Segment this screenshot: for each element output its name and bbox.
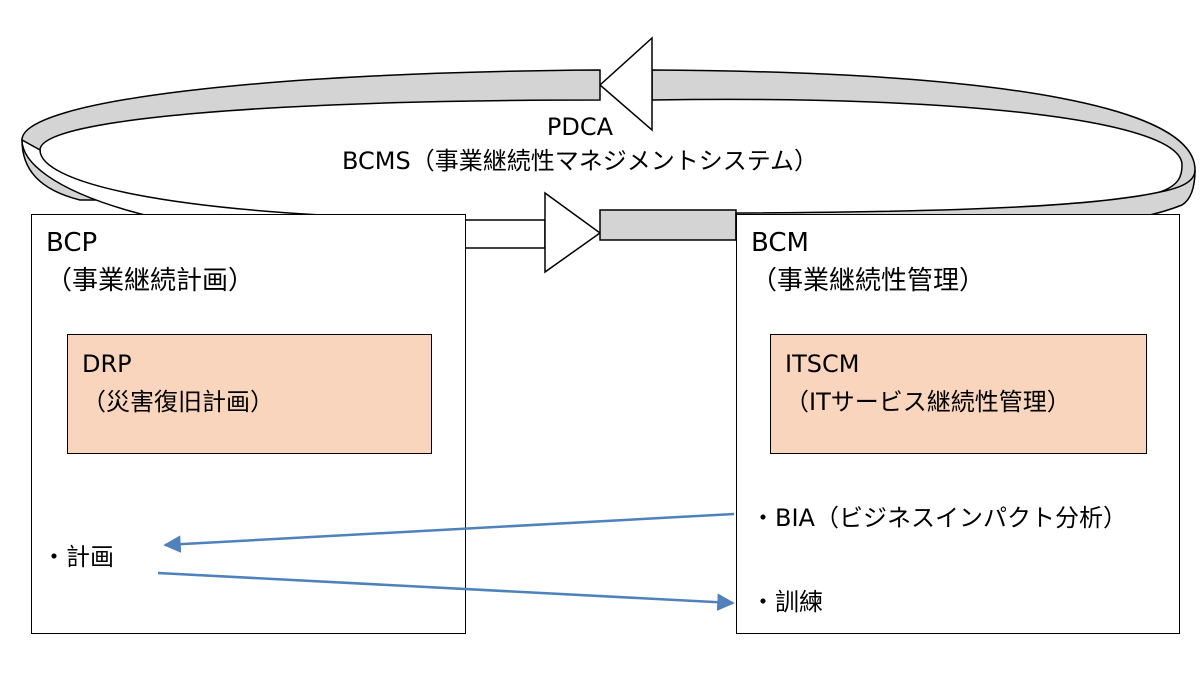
cycle-title-bcms: BCMS（事業継続性マネジメントシステム） bbox=[341, 147, 819, 175]
bcp-box: BCP （事業継続計画） DRP （災害復旧計画） ・計画 bbox=[31, 214, 466, 634]
drp-box: DRP （災害復旧計画） bbox=[67, 334, 432, 454]
itscm-subtitle: （ITサービス継続性管理） bbox=[785, 388, 1071, 416]
bcm-title: BCM bbox=[751, 228, 809, 258]
itscm-title: ITSCM bbox=[785, 350, 860, 378]
bcp-subtitle: （事業継続計画） bbox=[46, 266, 255, 296]
drp-title: DRP bbox=[82, 350, 132, 378]
cycle-arrowhead-left bbox=[598, 36, 653, 132]
cycle-arrowhead-right bbox=[544, 191, 602, 274]
bcm-item-bia: ・BIA（ビジネスインパクト分析） bbox=[751, 504, 1127, 532]
bcm-item-training: ・訓練 bbox=[751, 588, 823, 616]
itscm-box: ITSCM （ITサービス継続性管理） bbox=[770, 334, 1147, 454]
bcp-title: BCP bbox=[46, 228, 98, 258]
drp-subtitle: （災害復旧計画） bbox=[82, 388, 274, 416]
bcm-subtitle: （事業継続性管理） bbox=[751, 266, 986, 296]
bcp-item-plan: ・計画 bbox=[42, 543, 114, 571]
cycle-title-pdca: PDCA bbox=[546, 113, 614, 141]
cycle-front-band-right bbox=[599, 209, 737, 241]
bcm-box: BCM （事業継続性管理） ITSCM （ITサービス継続性管理） ・BIA（ビ… bbox=[736, 214, 1180, 634]
